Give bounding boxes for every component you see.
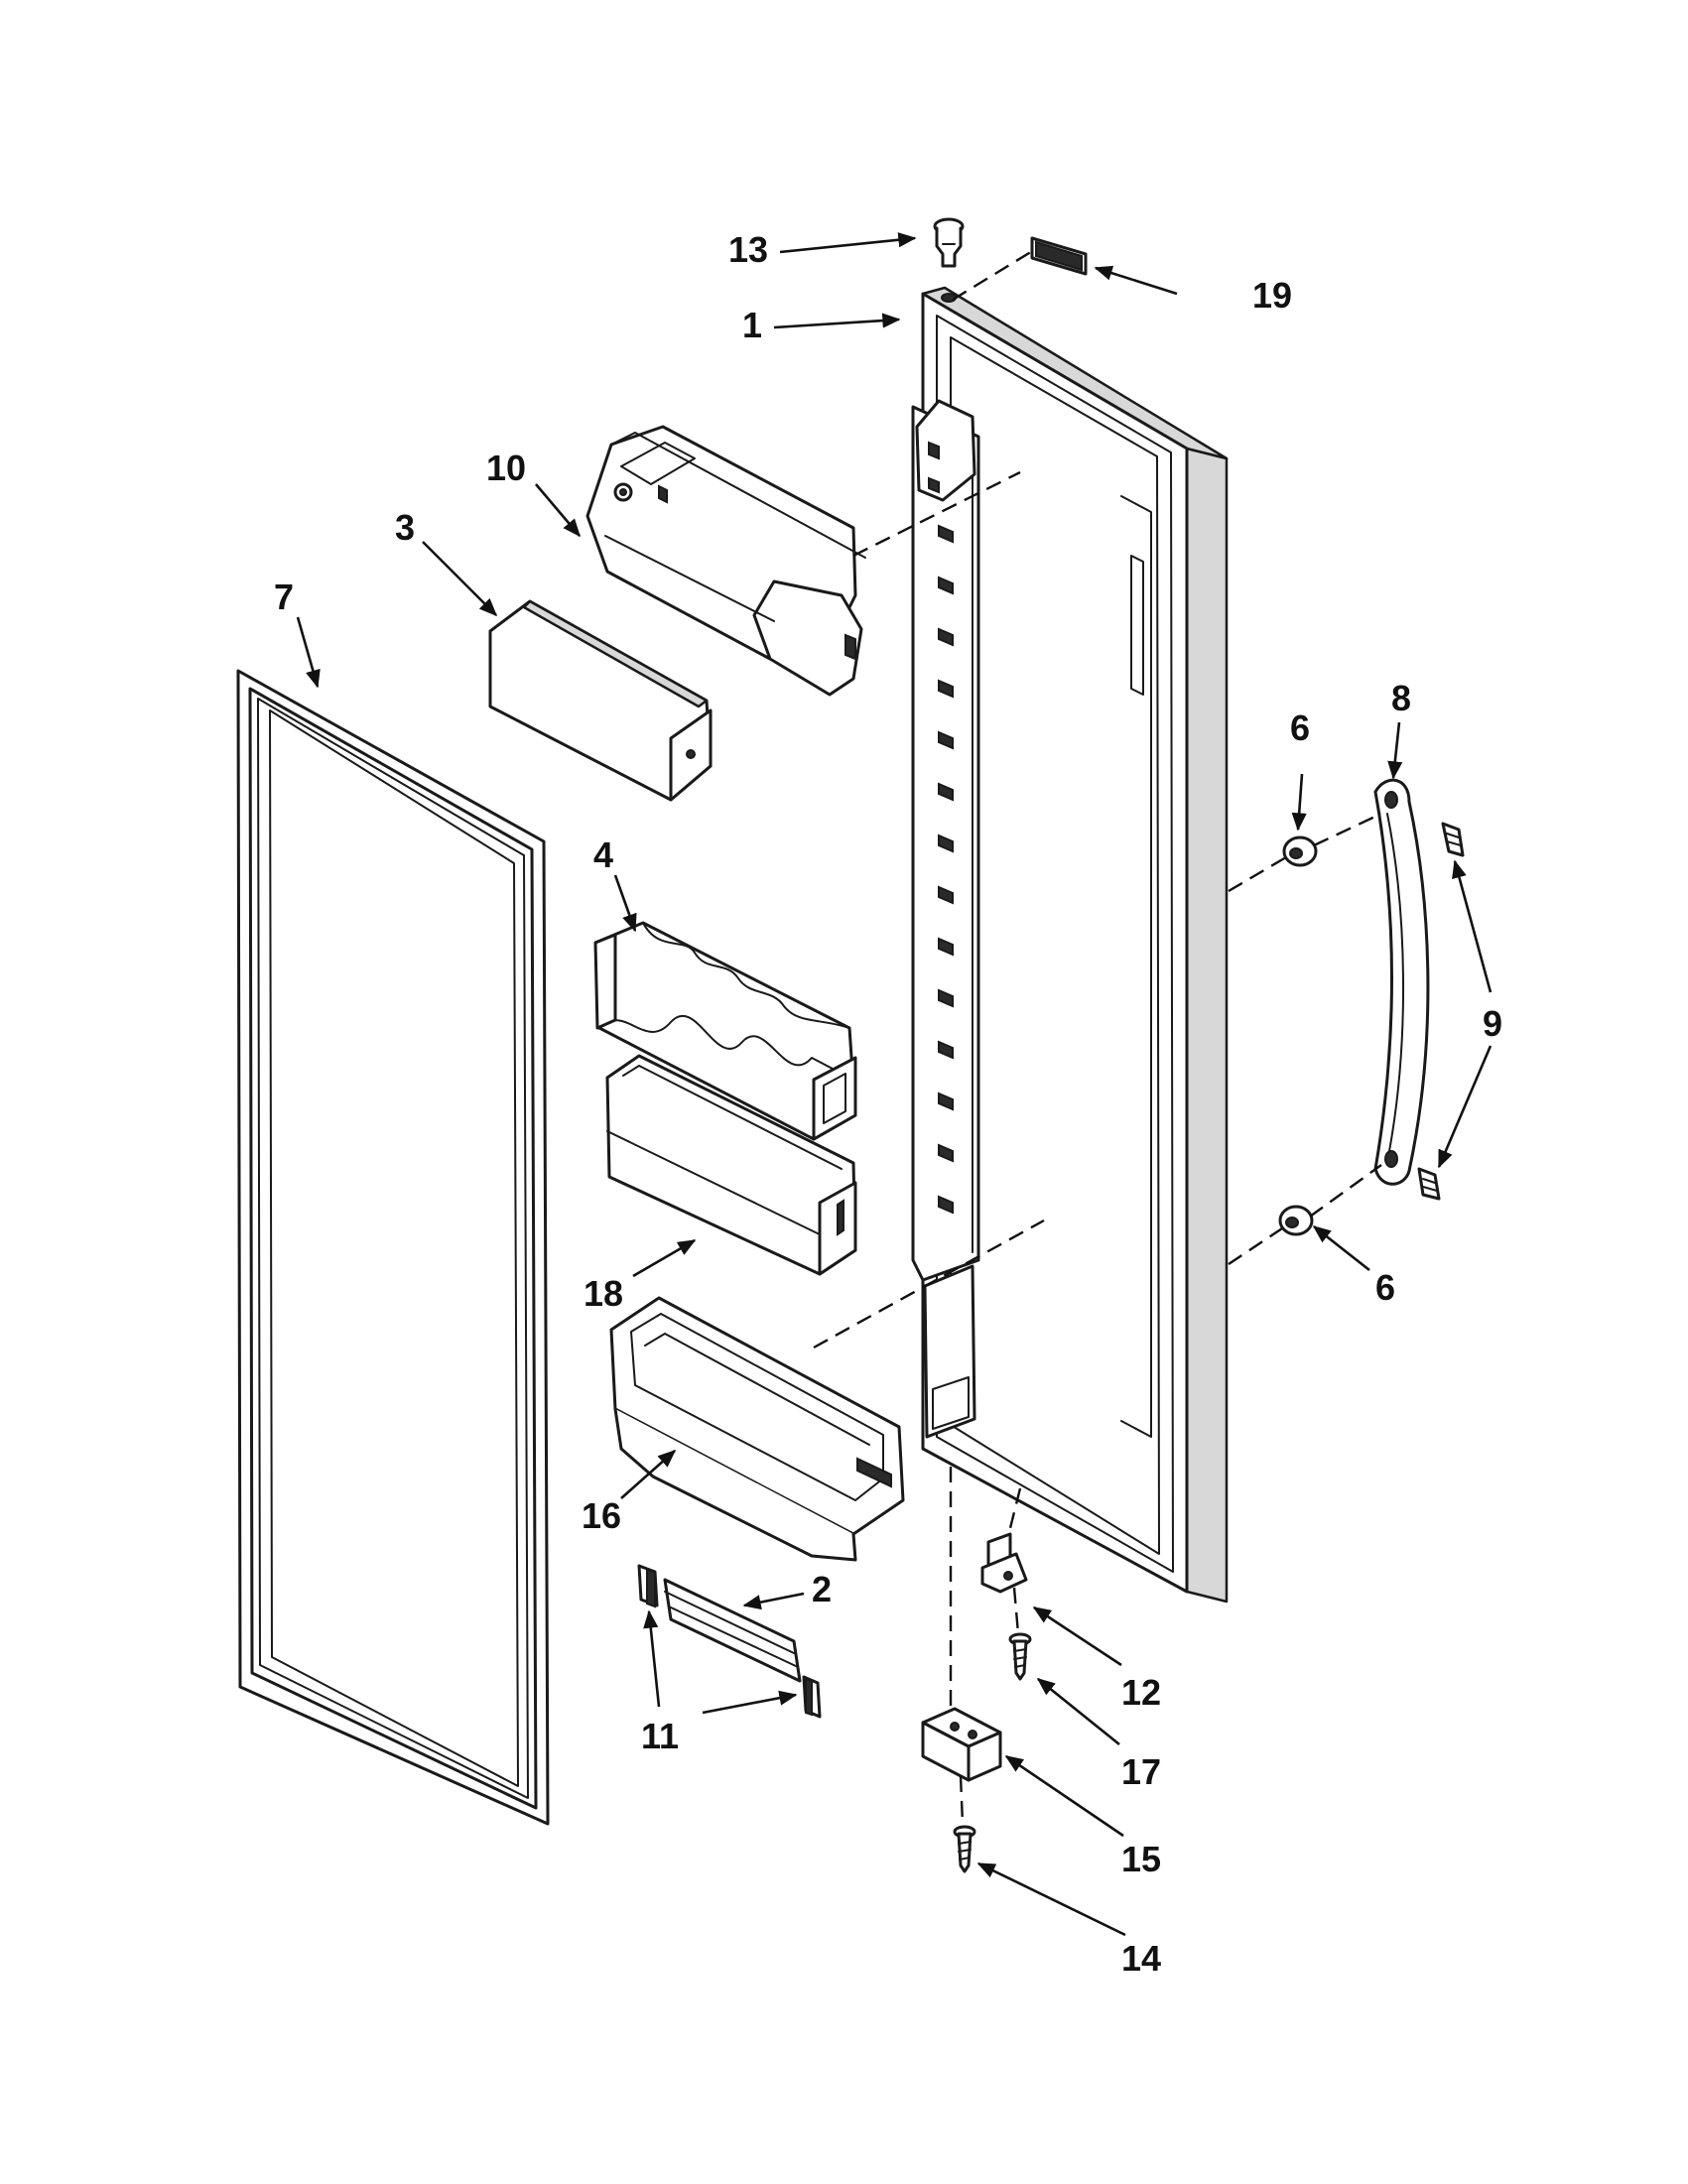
end-cap-top-part[interactable] [637, 1564, 659, 1608]
callout-13: 13 [728, 229, 768, 270]
callout-19: 19 [1252, 275, 1292, 316]
callout-2: 2 [812, 1569, 832, 1609]
set-screw-bottom-part[interactable] [1417, 1167, 1441, 1201]
door-handle-part[interactable] [1373, 778, 1430, 1186]
callout-6-top: 6 [1290, 707, 1310, 748]
label-strip-part[interactable] [1030, 236, 1088, 276]
callout-10: 10 [486, 448, 526, 488]
set-screw-top-part[interactable] [1441, 822, 1465, 857]
callout-15: 15 [1121, 1839, 1161, 1879]
callout-18: 18 [584, 1273, 623, 1314]
callout-12: 12 [1121, 1672, 1161, 1713]
rail-notches [938, 524, 954, 1215]
can-rack-part[interactable] [593, 921, 857, 1141]
door-bin-part[interactable] [605, 1054, 857, 1276]
callout-17: 17 [1121, 1751, 1161, 1792]
leader-lines [296, 232, 1493, 1937]
handle-mount-top-part[interactable] [1282, 835, 1318, 867]
large-bin-part[interactable] [609, 1296, 905, 1562]
screw-17-part[interactable] [1008, 1632, 1032, 1681]
callout-3: 3 [395, 507, 415, 548]
callout-7: 7 [274, 577, 294, 617]
screw-14-part[interactable] [953, 1825, 976, 1873]
callout-9: 9 [1483, 1003, 1502, 1044]
assembly-lines [813, 248, 1382, 1825]
end-cap-bottom-part[interactable] [802, 1675, 822, 1719]
callout-1: 1 [742, 305, 762, 345]
lower-hinge-part[interactable] [980, 1532, 1028, 1594]
hinge-bushing-part[interactable] [933, 217, 965, 268]
callout-4: 4 [593, 835, 613, 875]
callout-labels: 13 19 1 10 3 7 4 18 16 2 11 6 8 9 6 12 1… [274, 229, 1502, 1979]
dairy-compartment-part[interactable] [585, 425, 866, 697]
callout-16: 16 [582, 1495, 621, 1536]
hinge-bracket-part[interactable] [921, 1707, 1002, 1782]
trim-strip-part[interactable] [663, 1578, 802, 1683]
callout-11: 11 [641, 1716, 679, 1756]
door-gasket-part[interactable] [236, 669, 550, 1826]
handle-mount-bottom-part[interactable] [1278, 1205, 1314, 1236]
door-assembly-part[interactable] [911, 286, 1229, 1604]
callout-14: 14 [1121, 1938, 1161, 1979]
callout-8: 8 [1391, 678, 1411, 718]
callout-6-bottom: 6 [1375, 1267, 1395, 1308]
dairy-door-part[interactable] [488, 599, 713, 802]
